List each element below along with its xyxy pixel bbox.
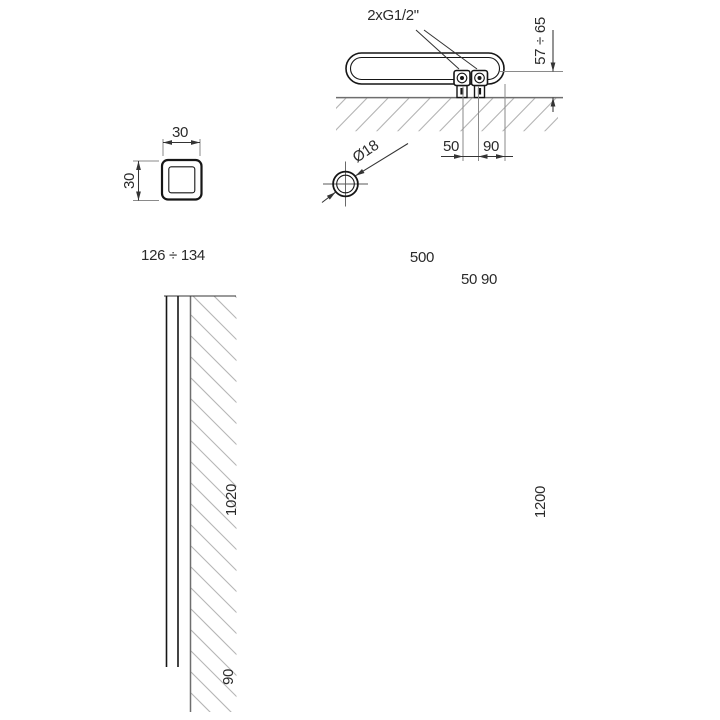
- thread-size-label: 2xG1/2": [367, 7, 419, 24]
- dim-profile-width: [162, 139, 201, 156]
- front-spacing-90-label: 90: [480, 271, 498, 288]
- dim-top-spacing: [441, 84, 513, 161]
- profile-detail: [133, 139, 203, 201]
- wall-fitting: [453, 69, 471, 99]
- top-view-wall-hatching: [336, 98, 558, 132]
- wall-distance-label: 57 ÷ 65: [532, 17, 549, 65]
- side-wall-hatching: [191, 296, 237, 712]
- dim-profile-height: [133, 160, 159, 201]
- tube-outer-circle: [332, 170, 359, 198]
- profile-height-label: 30: [121, 172, 138, 190]
- tube-inner-circle: [336, 174, 355, 194]
- top-view-spacing-90-label: 90: [482, 138, 500, 155]
- profile-outer: [160, 158, 203, 201]
- side-view: [164, 295, 237, 712]
- tube-section-detail: [321, 143, 409, 207]
- front-height-label: 1200: [532, 485, 549, 519]
- side-bottom-offset-label: 90: [220, 668, 237, 686]
- dim-tube-diameter: [321, 143, 409, 203]
- front-width-label: 500: [409, 249, 435, 266]
- side-mount-span-label: 1020: [223, 483, 240, 517]
- dim-wall-distance: [500, 30, 563, 112]
- profile-width-label: 30: [171, 124, 189, 141]
- top-loop-inner: [349, 56, 501, 81]
- front-spacing-50-label: 50: [460, 271, 478, 288]
- side-depth-range-label: 126 ÷ 134: [141, 247, 205, 264]
- profile-inner: [168, 166, 196, 194]
- top-view: [336, 29, 563, 161]
- wall-fitting: [470, 69, 489, 99]
- top-loop-outer: [345, 52, 505, 85]
- top-view-spacing-50-label: 50: [442, 138, 460, 155]
